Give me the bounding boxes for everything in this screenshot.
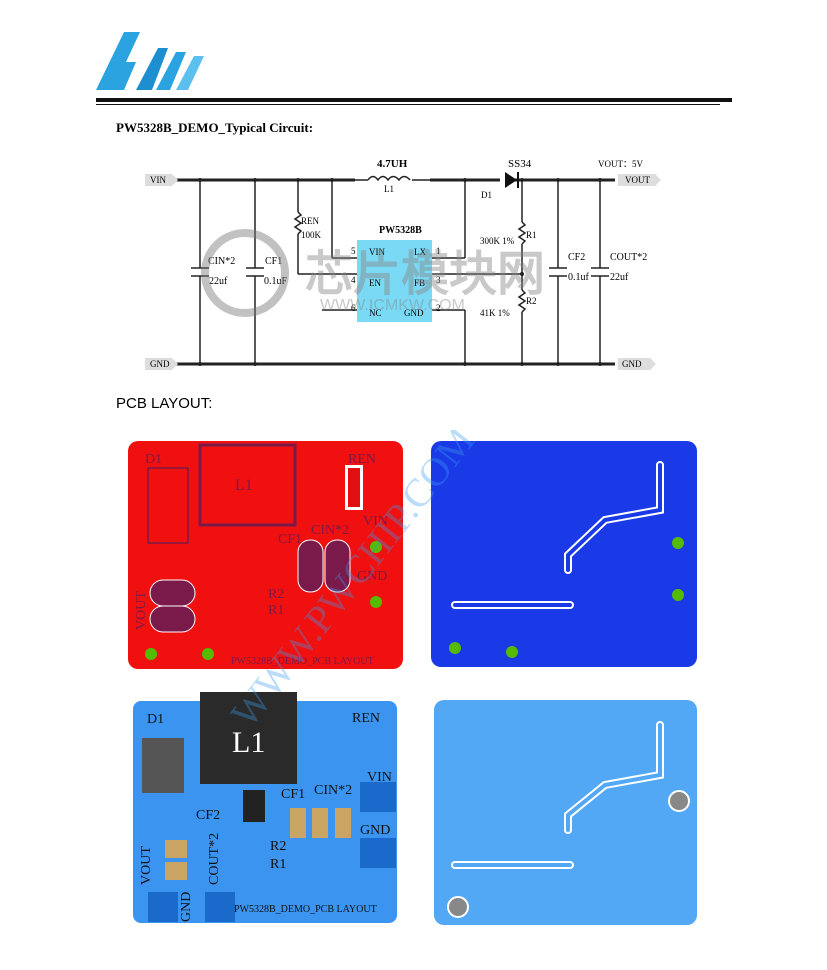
net-vout: VOUT xyxy=(625,175,650,185)
watermarks-url: WWW.ICMKW.COM xyxy=(320,297,465,314)
net-gnd: GND xyxy=(150,359,170,369)
pcb-labels-ren: REN xyxy=(352,711,380,726)
pcb-labels-vout: VOUT xyxy=(139,846,154,885)
pcb-bottom-copper xyxy=(431,441,697,667)
pw-logo xyxy=(96,32,204,90)
pcb-title: PCB LAYOUT: xyxy=(116,395,213,412)
pcb-labels-vin: VIN xyxy=(363,514,388,529)
pcb-labels-d1: D1 xyxy=(147,712,164,727)
schematic: VIN GND VOUT GND VOUT：5V 4.7UH L1 SS34 D… xyxy=(145,158,661,370)
schematic-ic-pins-3-name: LX xyxy=(414,247,426,257)
pcb-labels-d1: D1 xyxy=(145,452,162,467)
schematic-ic-pins-3-num: 1 xyxy=(436,246,441,256)
schematic-ic-pins-4-name: FB xyxy=(414,278,425,288)
schematic-ic-pins-1-name: EN xyxy=(369,278,381,288)
net-vin: VIN xyxy=(150,175,166,185)
schematic-ic-pins-2-name: NC xyxy=(369,308,382,318)
pcb-labels-r1: R1 xyxy=(268,603,284,618)
pcb-labels-cf1: CF1 xyxy=(281,787,305,802)
watermark-icmkw: 芯片模块网 WWW.ICMKW.COM xyxy=(201,229,545,317)
schematic-ic-pins-1-num: 4 xyxy=(351,275,356,285)
pcb-labels-gnd: GND xyxy=(357,569,387,584)
pcb-labels-ren: REN xyxy=(348,452,376,467)
pcb-labels-gnd: GND xyxy=(179,892,194,922)
header-rule xyxy=(96,98,732,102)
schematic-ren-ref: REN xyxy=(301,216,320,226)
pcb-labels-r2: R2 xyxy=(270,839,286,854)
pcb-labels-l1: L1 xyxy=(232,726,265,759)
net-gnd-right: GND xyxy=(622,359,642,369)
pcb-labels-board: PW5328B_DEMO_PCB LAYOUT xyxy=(231,656,374,667)
pcb-labels-cin: CIN*2 xyxy=(314,783,352,798)
pcb-labels-cf2: CF2 xyxy=(196,808,220,823)
schematic-title: PW5328B_DEMO_Typical Circuit: xyxy=(116,120,314,135)
schematic-cout-value: 22uf xyxy=(610,272,629,283)
schematic-ic-pins-5-num: 2 xyxy=(436,303,441,313)
pcb-labels-vin: VIN xyxy=(367,770,392,785)
schematic-inductor-ref: L1 xyxy=(384,184,394,194)
schematic-diode-value: SS34 xyxy=(508,158,532,170)
schematic-ic-pins-5-name: GND xyxy=(404,308,424,318)
schematic-cf1-value: 0.1uF xyxy=(264,276,288,287)
pcb-labels-r1: R1 xyxy=(270,857,286,872)
pcb-labels-board: PW5328B_DEMO_PCB LAYOUT xyxy=(234,904,377,915)
schematic-r2-value: 41K 1% xyxy=(480,308,510,318)
schematic-ren-value: 100K xyxy=(301,230,322,240)
pcb-labels-r2: R2 xyxy=(268,587,284,602)
pcb-labels-l1: L1 xyxy=(235,477,253,494)
watermarks-cn: 芯片模块网 xyxy=(305,248,545,301)
schematic-ic-pins-4-num: 3 xyxy=(436,275,441,285)
pcb-labels-gnd: GND xyxy=(360,823,390,838)
schematic-inductor-value: 4.7UH xyxy=(377,158,408,170)
ic-pw5328b xyxy=(357,240,432,322)
schematic-ic-name: PW5328B xyxy=(379,225,422,236)
schematic-cout-ref: COUT*2 xyxy=(610,252,647,263)
schematic-cf2-value: 0.1uf xyxy=(568,272,590,283)
pcb-bottom-assembly xyxy=(434,700,697,925)
schematic-ic-pins-0-num: 5 xyxy=(351,246,356,256)
header-rule-thin xyxy=(96,104,720,105)
schematic-r1-ref: R1 xyxy=(526,230,537,240)
schematic-r1-value: 300K 1% xyxy=(480,236,515,246)
schematic-cin-value: 22uf xyxy=(209,276,228,287)
pcb-labels-cin: CIN*2 xyxy=(311,523,349,538)
vout-note: VOUT：5V xyxy=(598,159,643,169)
schematic-r2-ref: R2 xyxy=(526,296,537,306)
schematic-cf2-ref: CF2 xyxy=(568,252,585,263)
schematic-diode-ref: D1 xyxy=(481,190,492,200)
pcb-labels-cout: COUT*2 xyxy=(207,833,222,885)
schematic-ic-pins-2-num: 6 xyxy=(351,303,356,313)
schematic-cf1-ref: CF1 xyxy=(265,256,282,267)
pcb-labels-cf1: CF1 xyxy=(278,532,302,547)
schematic-ic-pins-0-name: VIN xyxy=(369,247,385,257)
diode-icon xyxy=(505,172,517,188)
pcb-labels-vout: VOUT xyxy=(134,591,149,630)
schematic-cin-ref: CIN*2 xyxy=(208,256,235,267)
